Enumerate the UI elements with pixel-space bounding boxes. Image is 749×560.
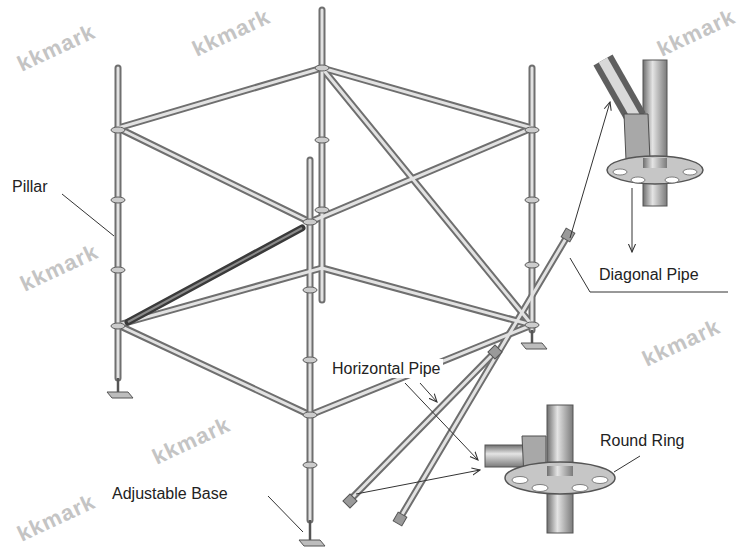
watermark: kkmark bbox=[148, 412, 234, 471]
watermark: kkmark bbox=[638, 314, 724, 373]
part-label: Diagonal Pipe bbox=[597, 265, 701, 284]
part-label: Adjustable Base bbox=[110, 484, 230, 503]
part-label: Pillar bbox=[10, 177, 50, 196]
part-label: Round Ring bbox=[598, 431, 687, 450]
watermark: kkmark bbox=[13, 19, 99, 78]
watermark: kkmark bbox=[16, 239, 102, 298]
watermark: kkmark bbox=[653, 4, 739, 63]
watermark: kkmark bbox=[13, 489, 99, 548]
watermark: kkmark bbox=[188, 4, 274, 63]
part-label: Horizontal Pipe bbox=[330, 359, 443, 378]
